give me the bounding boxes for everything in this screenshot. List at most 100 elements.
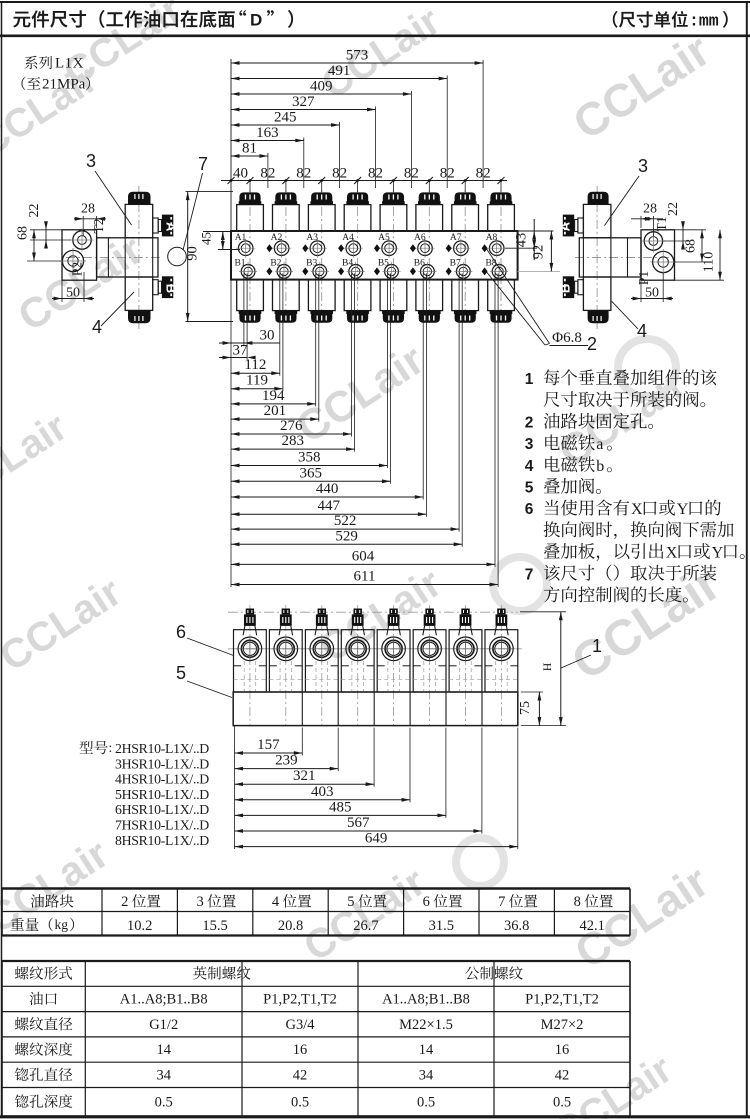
svg-text:7: 7 — [525, 566, 534, 583]
svg-text:491: 491 — [328, 63, 351, 79]
svg-text:5: 5 — [347, 894, 354, 910]
svg-text:321: 321 — [293, 768, 316, 784]
svg-text:82: 82 — [260, 166, 275, 182]
svg-text:B7: B7 — [450, 259, 461, 269]
svg-text:2: 2 — [587, 334, 597, 354]
svg-text:B: B — [164, 284, 179, 293]
svg-text:50: 50 — [66, 286, 80, 301]
svg-text:110: 110 — [702, 252, 717, 272]
svg-text:239: 239 — [275, 753, 298, 769]
svg-text:245: 245 — [274, 110, 297, 126]
svg-text:M27×2: M27×2 — [541, 1017, 584, 1033]
svg-text:50: 50 — [645, 286, 659, 301]
svg-text:B5: B5 — [378, 259, 389, 269]
svg-text:30: 30 — [260, 328, 275, 344]
svg-text:B3: B3 — [306, 259, 317, 269]
svg-text:3: 3 — [525, 436, 534, 453]
svg-text:8: 8 — [574, 894, 581, 910]
svg-text:2: 2 — [121, 894, 128, 910]
svg-text:b: b — [596, 458, 604, 475]
svg-text:194: 194 — [262, 388, 285, 404]
svg-text:604: 604 — [352, 548, 375, 564]
svg-text:31.5: 31.5 — [429, 918, 454, 934]
svg-text:4HSR10-L1X/..D: 4HSR10-L1X/..D — [115, 772, 209, 787]
svg-text:573: 573 — [346, 48, 369, 64]
svg-text:42.1: 42.1 — [580, 918, 605, 934]
svg-text:1: 1 — [592, 636, 602, 656]
svg-text:1: 1 — [525, 371, 534, 388]
svg-text:82: 82 — [440, 166, 455, 182]
svg-text:P1,P2,T1,T2: P1,P2,T1,T2 — [263, 992, 337, 1008]
svg-text:42: 42 — [555, 1067, 570, 1083]
svg-text:157: 157 — [257, 737, 280, 753]
svg-text:0.5: 0.5 — [155, 1094, 173, 1110]
svg-text:5HSR10-L1X/..D: 5HSR10-L1X/..D — [115, 787, 209, 802]
svg-text:16: 16 — [555, 1042, 570, 1058]
svg-text:X: X — [631, 501, 643, 518]
svg-text:A2: A2 — [271, 233, 283, 243]
svg-text:3: 3 — [196, 894, 203, 910]
svg-text:A1..A8;B1..B8: A1..A8;B1..B8 — [120, 992, 208, 1008]
svg-text:3: 3 — [638, 156, 648, 176]
svg-text:A: A — [164, 222, 179, 232]
svg-text:2HSR10-L1X/..D: 2HSR10-L1X/..D — [115, 741, 209, 756]
svg-text:P2: P2 — [70, 262, 85, 276]
svg-text:G1/2: G1/2 — [149, 1017, 178, 1033]
svg-text:40: 40 — [233, 166, 248, 182]
svg-text:X: X — [666, 545, 678, 562]
svg-text:14: 14 — [156, 1042, 171, 1058]
svg-text:P1,P2,T1,T2: P1,P2,T1,T2 — [525, 992, 599, 1008]
svg-text::: : — [109, 740, 113, 755]
svg-text:37: 37 — [233, 343, 249, 359]
svg-text:276: 276 — [280, 418, 303, 434]
svg-text:4: 4 — [637, 321, 647, 341]
svg-text:522: 522 — [334, 513, 357, 529]
svg-text:Y: Y — [712, 545, 724, 562]
svg-text:68: 68 — [684, 239, 699, 253]
svg-text:3: 3 — [86, 151, 96, 171]
svg-text:H: H — [542, 663, 554, 671]
svg-text:68: 68 — [16, 226, 31, 240]
svg-text:Φ6.8: Φ6.8 — [552, 330, 582, 346]
svg-text:611: 611 — [354, 569, 376, 585]
svg-text:15.5: 15.5 — [202, 918, 227, 934]
svg-text:119: 119 — [246, 373, 268, 389]
svg-text:A6: A6 — [414, 233, 426, 243]
svg-text:34: 34 — [419, 1067, 434, 1083]
svg-text:485: 485 — [329, 799, 352, 815]
svg-text:B8: B8 — [485, 259, 496, 269]
svg-text:358: 358 — [298, 450, 321, 466]
svg-text:90: 90 — [185, 246, 201, 261]
svg-text:567: 567 — [347, 815, 370, 831]
svg-text:7: 7 — [498, 894, 505, 910]
svg-text:5: 5 — [525, 480, 534, 497]
svg-text:B4: B4 — [342, 259, 353, 269]
svg-text:6HSR10-L1X/..D: 6HSR10-L1X/..D — [115, 802, 209, 817]
svg-text:82: 82 — [368, 166, 383, 182]
svg-text:4: 4 — [92, 317, 102, 337]
svg-text:28: 28 — [643, 202, 657, 217]
svg-text:34: 34 — [156, 1067, 171, 1083]
svg-text:6: 6 — [176, 622, 186, 642]
svg-text:T2: T2 — [91, 219, 106, 234]
svg-text:82: 82 — [476, 166, 491, 182]
svg-text:92: 92 — [531, 245, 547, 260]
svg-text:43: 43 — [514, 233, 530, 248]
svg-text:409: 409 — [310, 79, 333, 95]
svg-text::mm: :mm — [689, 12, 719, 31]
svg-text:163: 163 — [256, 125, 279, 141]
svg-text:L1X: L1X — [55, 56, 84, 72]
svg-text:649: 649 — [365, 831, 388, 847]
svg-text:5: 5 — [176, 663, 186, 683]
svg-text:8HSR10-L1X/..D: 8HSR10-L1X/..D — [115, 833, 209, 848]
svg-text:P1: P1 — [636, 271, 651, 285]
svg-text:36.8: 36.8 — [504, 918, 529, 934]
svg-text:G3/4: G3/4 — [286, 1017, 316, 1033]
svg-text:A4: A4 — [342, 233, 354, 243]
svg-text:A1..A8;B1..B8: A1..A8;B1..B8 — [382, 992, 470, 1008]
svg-text:6: 6 — [525, 501, 534, 518]
svg-text:14: 14 — [419, 1042, 434, 1058]
svg-text:A8: A8 — [486, 233, 498, 243]
svg-text:42: 42 — [293, 1067, 308, 1083]
svg-text:a: a — [596, 436, 603, 453]
